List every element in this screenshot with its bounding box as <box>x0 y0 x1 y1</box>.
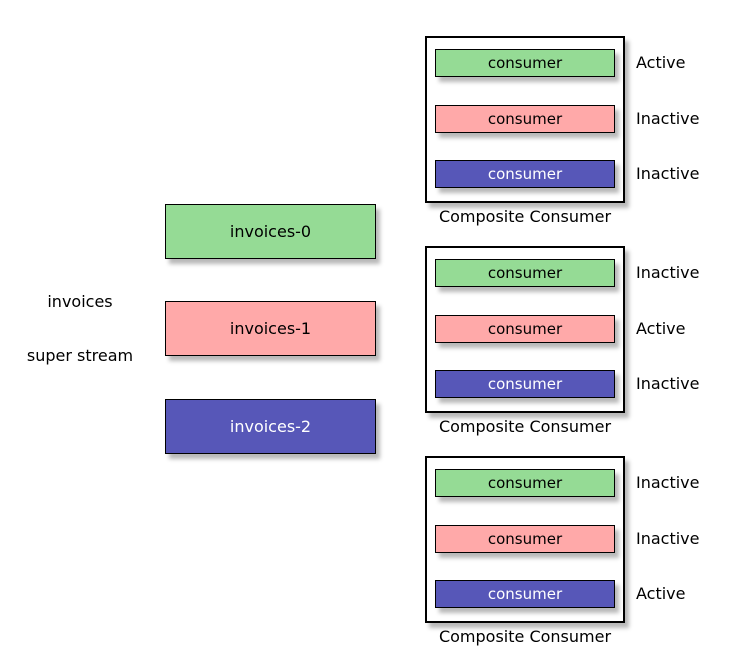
consumer-box: consumer <box>435 259 615 287</box>
composite-consumer-group-3: consumer Inactive consumer Inactive cons… <box>425 456 730 656</box>
consumer-box: consumer <box>435 580 615 608</box>
stream-name-label: invoices <box>47 292 113 311</box>
consumer-status: Active <box>636 53 686 72</box>
consumer-box: consumer <box>435 469 615 497</box>
consumer-box: consumer <box>435 49 615 77</box>
partition-box-invoices-0: invoices-0 <box>165 204 376 259</box>
consumer-box: consumer <box>435 315 615 343</box>
composite-consumer-group-1: consumer Active consumer Inactive consum… <box>425 36 730 236</box>
consumer-box: consumer <box>435 525 615 553</box>
consumer-status: Inactive <box>636 374 700 393</box>
consumer-status: Inactive <box>636 529 700 548</box>
consumer-status: Inactive <box>636 164 700 183</box>
composite-consumer-group-2: consumer Inactive consumer Active consum… <box>425 246 730 446</box>
composite-consumer-label: Composite Consumer <box>438 207 612 226</box>
consumer-status: Inactive <box>636 109 700 128</box>
consumer-status: Active <box>636 584 686 603</box>
partition-box-invoices-1: invoices-1 <box>165 301 376 356</box>
composite-consumer-label: Composite Consumer <box>438 627 612 646</box>
consumer-status: Inactive <box>636 473 700 492</box>
composite-consumer-label: Composite Consumer <box>438 417 612 436</box>
consumer-box: consumer <box>435 105 615 133</box>
consumer-status: Inactive <box>636 263 700 282</box>
consumer-status: Active <box>636 319 686 338</box>
consumer-box: consumer <box>435 160 615 188</box>
partition-box-invoices-2: invoices-2 <box>165 399 376 454</box>
stream-type-caption: super stream <box>26 346 134 365</box>
consumer-box: consumer <box>435 370 615 398</box>
